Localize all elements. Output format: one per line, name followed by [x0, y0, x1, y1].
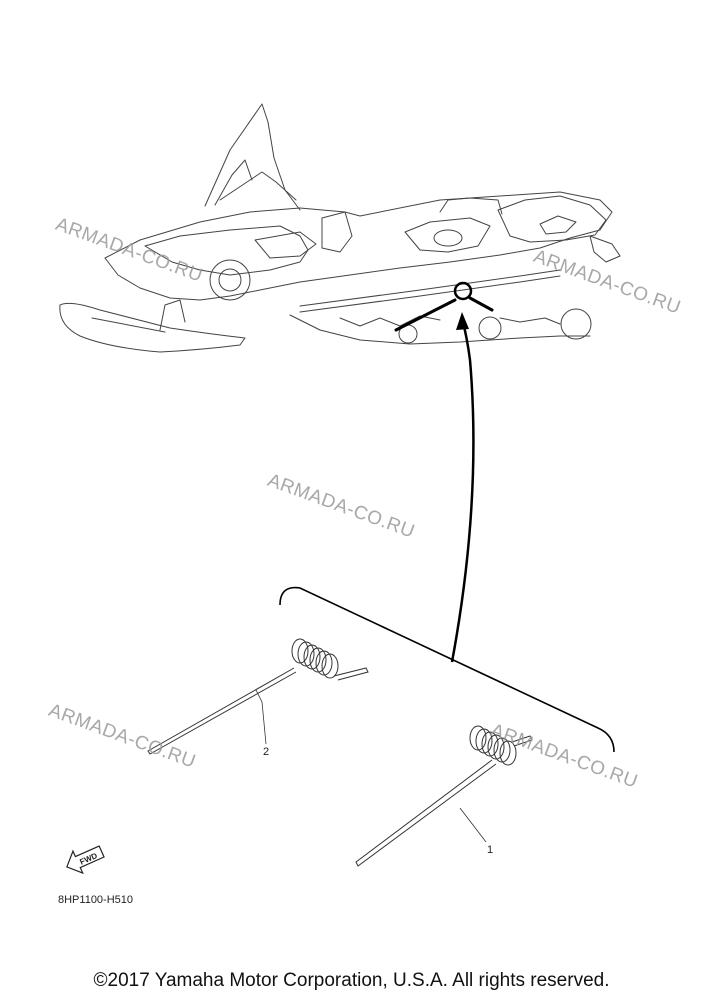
location-pointer-arrow: [450, 312, 475, 663]
leader-line-part-1: [459, 807, 487, 843]
snowmobile-illustration: [59, 103, 621, 353]
leader-line-part-2: [255, 689, 267, 745]
callout-part-2: 2: [263, 746, 270, 758]
copyright-notice: ©2017 Yamaha Motor Corporation, U.S.A. A…: [93, 970, 610, 991]
callout-part-1: 1: [487, 844, 494, 856]
torsion-spring-part-1: [355, 725, 533, 867]
group-bracket: [279, 586, 615, 753]
spring-location-marker: [394, 281, 494, 332]
diagram-part-code: 8HP1100-H510: [58, 894, 134, 906]
torsion-spring-part-2: [147, 638, 369, 755]
fwd-arrow-icon: FWD: [66, 845, 105, 875]
